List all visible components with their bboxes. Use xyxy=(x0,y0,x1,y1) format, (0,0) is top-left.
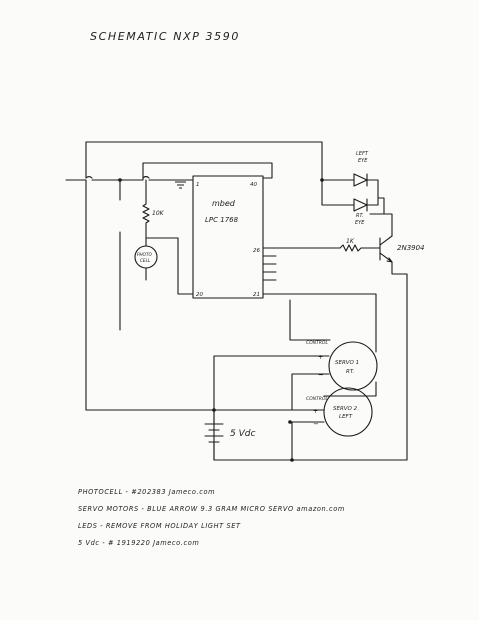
junction-dot xyxy=(320,178,324,182)
servo2-control-label: CONTROL xyxy=(306,396,328,402)
pin40-label: 40 xyxy=(250,182,257,188)
servo-left-label-2: LEFT xyxy=(339,414,353,420)
lpc-label: LPC 1768 xyxy=(205,216,239,224)
junction-dot xyxy=(288,420,292,424)
collector-wire xyxy=(369,197,393,237)
junction-dot xyxy=(212,408,216,412)
battery-label: 5 Vdc xyxy=(230,429,255,439)
led-left-label-2: EYE xyxy=(358,158,368,164)
resistor-10k-label: 10K xyxy=(152,210,165,217)
led-right-label-1: RT. xyxy=(356,213,364,219)
servo-right xyxy=(328,341,378,391)
led-left-label-1: LEFT xyxy=(356,151,369,157)
top-wire xyxy=(85,141,323,181)
pin21-wire xyxy=(262,293,377,353)
servo1-power-wire xyxy=(213,355,330,461)
servo-left-label-1: SERVO 2 xyxy=(333,406,358,412)
photocell-label-1: PHOTO xyxy=(137,252,153,257)
servo-right-label-1: SERVO 1 xyxy=(335,360,359,366)
ground-symbol xyxy=(175,181,186,189)
servo1-control-wire xyxy=(289,299,331,341)
led-right-label-2: EYE xyxy=(355,220,365,226)
pin26-label: 26 xyxy=(253,248,260,254)
servo2-plus-sign: + xyxy=(313,408,318,415)
servo1-control-label: CONTROL xyxy=(306,340,328,346)
photocell xyxy=(134,245,158,269)
junction-dot xyxy=(290,458,294,462)
pin1-label: 1 xyxy=(196,182,200,188)
servo1-minus-sign: − xyxy=(318,371,324,379)
page-title: SCHEMATIC NXP 3590 xyxy=(90,30,240,43)
chip-pin-stubs xyxy=(262,247,277,281)
led-right-eye xyxy=(321,179,379,212)
wire-crossover xyxy=(85,175,150,179)
parts-notes: PHOTOCELL - #202383 Jameco.com SERVO MOT… xyxy=(78,484,478,552)
transistor-label: 2N3904 xyxy=(397,244,425,252)
servo-left xyxy=(323,387,373,437)
mbed-chip xyxy=(192,175,264,299)
note-leds: LEDS - REMOVE FROM HOLIDAY LIGHT SET xyxy=(78,522,241,530)
photocell-wire xyxy=(145,237,194,295)
pin20-label: 20 xyxy=(196,292,203,298)
note-battery: 5 Vdc - # 1919220 Jameco.com xyxy=(78,539,200,547)
servo1-ground-wire xyxy=(291,373,330,411)
note-servo-motors: SERVO MOTORS - BLUE ARROW 9.3 GRAM MICRO… xyxy=(78,505,345,513)
servo1-plus-sign: + xyxy=(318,354,323,361)
resistor-1k xyxy=(339,244,381,252)
pin40-wire xyxy=(142,162,273,181)
servo2-control-wire xyxy=(323,381,377,397)
photocell-label-2: CELL xyxy=(140,258,151,263)
resistor-1k-label: 1K xyxy=(346,238,355,245)
mbed-label: mbed xyxy=(212,199,236,208)
servo-right-label-2: RT. xyxy=(346,369,355,375)
emitter-wire xyxy=(391,261,408,461)
led-left-eye xyxy=(321,173,379,187)
servo2-wires xyxy=(291,409,325,461)
battery-5vdc xyxy=(204,411,224,461)
pin21-label: 21 xyxy=(253,292,260,298)
note-photocell: PHOTOCELL - #202383 Jameco.com xyxy=(78,488,216,496)
resistor-10k xyxy=(142,179,150,247)
transistor-2n3904 xyxy=(379,235,393,263)
junction-dot xyxy=(118,178,122,182)
servo2-minus-sign: − xyxy=(313,420,319,428)
